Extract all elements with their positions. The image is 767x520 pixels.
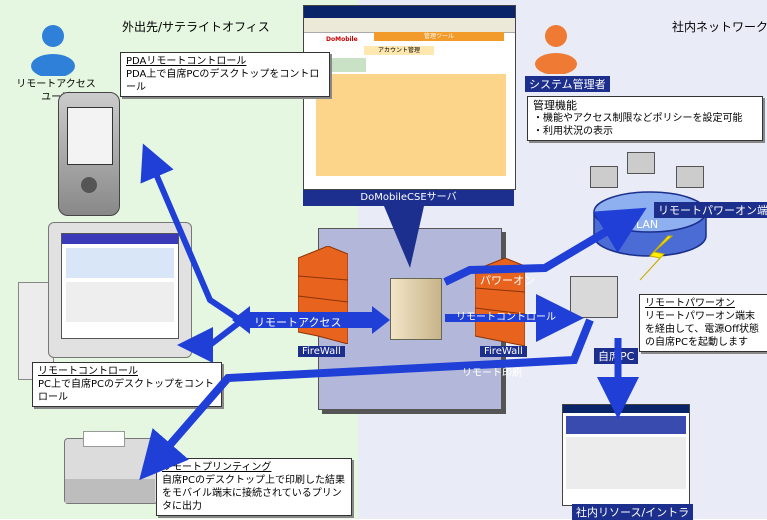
remote-user-icon (31, 25, 75, 76)
callout-pc-body: PC上で自席PCのデスクトップをコントロール (38, 379, 215, 403)
callout-admin-item-1: ・機能やアクセス制限などポリシーを設定可能 (533, 113, 743, 124)
callout-power-on-title: リモートパワーオン (645, 298, 735, 309)
callout-admin-functions: 管理機能 ・機能やアクセス制限などポリシーを設定可能 ・利用状況の表示 (527, 96, 763, 141)
network-pc-1 (590, 166, 618, 188)
remote-print-arrow (139, 318, 594, 481)
internal-zone-title: 社内ネットワーク (672, 20, 767, 34)
power-on-terminal-label: リモートパワーオン端末 (654, 202, 767, 218)
screenshot-brand: DoMobile (326, 36, 358, 43)
printer (64, 431, 158, 504)
remote-control-arrow-label: リモートコントロール (456, 312, 556, 323)
power-on-arrow (443, 207, 647, 286)
pc-monitor (48, 222, 192, 358)
arrow-to-pda (140, 143, 242, 323)
arrow-to-pc (177, 319, 242, 363)
intranet-screenshot (562, 404, 690, 506)
power-on-arrow-label: パワーオン (480, 274, 535, 287)
server-label: DoMobileCSEサーバ (303, 190, 514, 206)
callout-pda-body: PDA上で自席PCのデスクトップをコントロール (126, 69, 320, 93)
remote-access-arrow (232, 306, 390, 334)
network-pc-2 (627, 152, 655, 174)
screenshot-title: 管理ツール (374, 32, 504, 41)
callout-admin-item-2: ・利用状況の表示 (533, 126, 613, 137)
callout-pda: PDAリモートコントロール PDA上で自席PCのデスクトップをコントロール (120, 52, 330, 97)
callout-pc-title: リモートコントロール (38, 366, 138, 377)
remote-user-label: リモートアクセスユーザ (16, 79, 96, 103)
server-callout-beam (384, 206, 424, 268)
server-machine (390, 278, 442, 340)
pda-device (58, 92, 120, 216)
firewall-left-label: FireWall (298, 346, 345, 357)
callout-pda-title: PDAリモートコントロール (126, 56, 247, 67)
wake-lightning (639, 235, 674, 281)
remote-zone-title: 外出先/サテライトオフィス (122, 20, 270, 34)
admin-user-icon (535, 25, 577, 74)
intranet-label: 社内リソース/イントラ (572, 504, 694, 520)
firewall-right-label: FireWall (480, 346, 527, 357)
remote-print-arrow-label: リモート印刷 (462, 368, 522, 379)
admin-tool-screenshot: DoMobile 管理ツール アカウント管理 (303, 5, 516, 190)
callout-pc: リモートコントロール PC上で自席PCのデスクトップをコントロール (32, 362, 222, 407)
callout-power-on-body: リモートパワーオン端末を経由して、電源Off状態の自席PCを起動します (645, 311, 759, 348)
power-on-terminal (676, 166, 704, 188)
callout-printing-title: リモートプリンティング (162, 462, 272, 473)
callout-printing-body: 自席PCのデスクトップ上で印刷した結果をモバイル端末に接続されているプリンタに出… (162, 475, 346, 512)
screenshot-tab: アカウント管理 (364, 46, 434, 55)
admin-label: システム管理者 (525, 76, 610, 92)
callout-power-on: リモートパワーオン リモートパワーオン端末を経由して、電源Off状態の自席PCを… (639, 294, 767, 352)
callout-admin-title: 管理機能 (533, 99, 577, 112)
firewall-right (475, 258, 525, 346)
remote-access-label: リモートアクセス (254, 316, 342, 329)
